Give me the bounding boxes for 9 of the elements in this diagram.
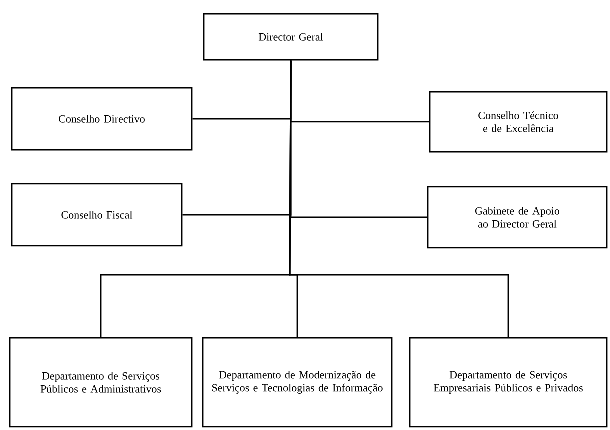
- connector-line: [289, 60, 510, 338]
- org-box: Conselho Directivo: [11, 87, 193, 151]
- org-box: Departamento de Serviços Públicos e Administrativos: [9, 337, 193, 428]
- org-box: Departamento de Serviços Empresariais Públicos e Privados: [409, 337, 608, 428]
- org-box: Gabinete de Apoio ao Director Geral: [427, 186, 608, 249]
- org-box: Director Geral: [203, 13, 379, 61]
- org-box: Conselho Fiscal: [11, 183, 183, 247]
- org-box: Departamento de Modernização de Serviços e Tecnologias de Informação: [202, 337, 393, 428]
- org-box: Conselho Técnico e de Excelência: [429, 91, 608, 153]
